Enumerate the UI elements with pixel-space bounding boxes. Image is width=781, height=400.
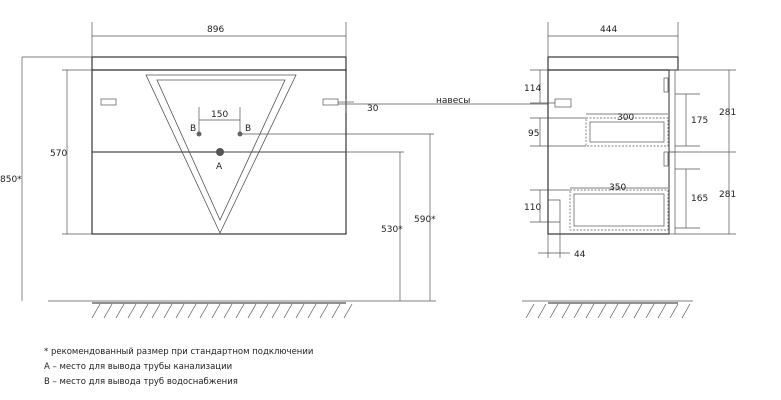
hinges-label: навесы [436, 96, 470, 106]
floor-hatch-line [175, 303, 185, 319]
floor-hatch-line [295, 303, 305, 319]
lower-drawer-inner [573, 193, 665, 227]
floor-hatch-line [561, 303, 571, 319]
dim-front-width: 896 [207, 25, 224, 35]
floor-hatch-line [103, 303, 113, 319]
dim-hole-spacing: 150 [211, 110, 228, 120]
dim-upper-drawer-depth: 300 [617, 113, 634, 123]
dim-side-depth: 444 [600, 25, 617, 35]
floor-hatch-line [645, 303, 655, 319]
floor-hatch-line [187, 303, 197, 319]
dim-upper-drawer-height: 175 [691, 116, 708, 126]
floor-hatch-line [621, 303, 631, 319]
dim-lower-drawer-depth: 350 [609, 183, 626, 193]
note-water-outlet: В – место для вывода труб водоснабжения [44, 377, 238, 387]
side-countertop [547, 56, 679, 71]
floor-hatch-line [163, 303, 173, 319]
upper-drawer-inner [589, 121, 665, 143]
hole-b-left-label: B [190, 124, 196, 134]
side-floor-hatch [525, 303, 691, 319]
floor-hatch-line [271, 303, 281, 319]
floor-hatch-line [525, 303, 535, 319]
floor-hatch-line [151, 303, 161, 319]
triangle-decor-inner [156, 79, 286, 221]
floor-hatch-line [609, 303, 619, 319]
dim-lower-front-height: 281 [719, 190, 736, 200]
floor-hatch-line [127, 303, 137, 319]
triangle-decor-outer [145, 74, 297, 234]
dim-side-bottom-offset: 110 [524, 203, 541, 213]
lower-drawer-box [569, 189, 669, 231]
floor-hatch-line [139, 303, 149, 319]
side-upper-front [668, 69, 676, 153]
floor-hatch-line [633, 303, 643, 319]
floor-hatch-line [343, 303, 353, 319]
side-lower-handle [663, 151, 669, 167]
floor-hatch-line [199, 303, 209, 319]
dim-front-hole-height: 530* [381, 225, 403, 235]
upper-drawer-box [585, 117, 669, 147]
floor-hatch-line [115, 303, 125, 319]
floor-hatch-line [585, 303, 595, 319]
floor-hatch-line [537, 303, 547, 319]
front-countertop [91, 56, 347, 71]
front-view: B B A 150 896 850* 570 530* 590* 30 [0, 22, 548, 319]
floor-hatch-line [597, 303, 607, 319]
side-view: 300 350 444 114 95 110 44 [522, 22, 736, 319]
side-lower-front [668, 151, 676, 235]
dim-lower-drawer-height: 165 [691, 194, 708, 204]
floor-hatch-line [549, 303, 559, 319]
floor-hatch-line [307, 303, 317, 319]
floor-hatch-line [259, 303, 269, 319]
dim-front-height-total: 850* [0, 175, 22, 185]
side-pipe-gap [548, 199, 561, 234]
note-recommended: * рекомендованный размер при стандартном… [44, 347, 314, 357]
floor-hatch-line [235, 303, 245, 319]
dim-front-hinge-height: 590* [414, 215, 436, 225]
dim-upper-front-height: 281 [719, 108, 736, 118]
floor-hatch-line [681, 303, 691, 319]
dim-side-gap-offset: 95 [528, 129, 539, 139]
floor-hatch-line [573, 303, 583, 319]
dim-hinge-offset: 30 [367, 104, 379, 114]
dim-side-top-offset: 114 [524, 84, 541, 94]
dim-back-offset: 44 [574, 250, 586, 260]
floor-hatch-line [331, 303, 341, 319]
floor-hatch-line [657, 303, 667, 319]
hinge-left [100, 98, 117, 106]
floor-hatch-line [91, 303, 101, 319]
dim-front-body-height: 570 [50, 149, 67, 159]
floor-hatch-line [223, 303, 233, 319]
floor-hatch-line [319, 303, 329, 319]
side-hinge [554, 98, 572, 108]
note-sewer-outlet: А – место для вывода трубы канализации [44, 362, 233, 372]
front-floor-hatch [91, 303, 353, 319]
floor-hatch-line [669, 303, 679, 319]
hole-a [216, 148, 224, 156]
hole-a-label: A [216, 162, 223, 172]
floor-hatch-line [247, 303, 257, 319]
side-upper-handle [663, 77, 669, 93]
hinge-right [322, 98, 339, 106]
side-cabinet-body [547, 69, 670, 235]
floor-hatch-line [211, 303, 221, 319]
floor-hatch-line [283, 303, 293, 319]
hole-b-right-label: B [245, 124, 251, 134]
